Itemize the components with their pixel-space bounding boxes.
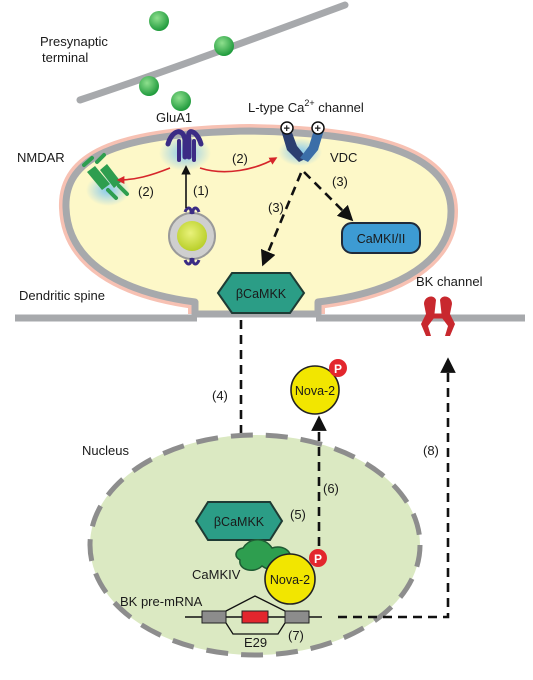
- nucleus-label: Nucleus: [82, 443, 129, 458]
- synaptic-vesicle: [171, 91, 191, 111]
- camki-ii-box: [341, 222, 421, 254]
- vdc-label: VDC: [330, 150, 357, 165]
- arrow-ltype-to-bcamkk: [260, 172, 303, 267]
- nmdar-label: NMDAR: [17, 150, 65, 165]
- phospho-badge: [329, 359, 347, 377]
- step-6: (6): [323, 481, 339, 496]
- synaptic-vesicle: [214, 36, 234, 56]
- nova2-nucleus-circle: [264, 553, 316, 605]
- camkiv-label: CaMKIV: [192, 567, 241, 582]
- phospho-badge: [309, 549, 327, 567]
- spine-head: [62, 127, 455, 318]
- svg-text:+: +: [284, 123, 290, 135]
- step-2-right: (2): [232, 151, 248, 166]
- phospho-label: P: [334, 362, 342, 376]
- synaptic-vesicle: [149, 11, 169, 31]
- arrow-glua1-to-ltype: [199, 157, 278, 173]
- nmdar-receptor-icon: [82, 153, 129, 200]
- l-type-channel-label-sup: 2+: [304, 98, 314, 108]
- presynaptic-label-line2: terminal: [42, 50, 88, 65]
- arrow-glua1-to-nmdar: [116, 167, 171, 184]
- bk-pre-mrna-label: BK pre-mRNA: [120, 594, 203, 609]
- step-4: (4): [212, 388, 228, 403]
- camki-ii-label: CaMKI/II: [357, 232, 406, 246]
- step-8: (8): [423, 443, 439, 458]
- step-2-left: (2): [138, 184, 154, 199]
- step-3-right: (3): [332, 174, 348, 189]
- nova2-cyto-label: Nova-2: [295, 384, 335, 398]
- dendritic-spine-label: Dendritic spine: [19, 288, 105, 303]
- arrow-ltype-to-camki: [303, 171, 354, 222]
- bk-channel-label: BK channel: [416, 274, 483, 289]
- synaptic-vesicle: [139, 76, 159, 96]
- glua1-receptor-icon: [165, 129, 204, 162]
- l-type-channel-label-suffix: channel: [315, 100, 364, 115]
- glua1-vesicle: [168, 206, 216, 266]
- presynaptic-label-line1: Presynaptic: [40, 34, 108, 49]
- arrow-premrna-to-bk: [338, 357, 456, 619]
- bcamkk-nucleus-hexagon: [194, 501, 284, 541]
- l-type-channel-label-main: L-type Ca: [248, 100, 305, 115]
- presynaptic-membrane: [76, 1, 349, 104]
- l-type-channel-label: L-type Ca2+ channel: [248, 98, 364, 115]
- step-7: (7): [288, 628, 304, 643]
- bcamkk-spine-hexagon: [216, 272, 306, 314]
- bk-channel-icon: [421, 296, 455, 336]
- step-5: (5): [290, 507, 306, 522]
- glua1-label: GluA1: [156, 110, 192, 125]
- phospho-label: P: [314, 552, 322, 566]
- bcamkk-nucleus-label: βCaMKK: [214, 515, 265, 529]
- l-type-ca-channel-icon: + +: [280, 121, 325, 162]
- step-3-left: (3): [268, 200, 284, 215]
- svg-text:+: +: [315, 123, 321, 135]
- e29-label: E29: [244, 635, 267, 650]
- step-1: (1): [193, 183, 209, 198]
- bcamkk-spine-label: βCaMKK: [236, 287, 287, 301]
- nova2-cyto-circle: [290, 365, 340, 415]
- bk-pre-mrna-gene: [185, 595, 322, 635]
- nova2-nucleus-label: Nova-2: [270, 573, 310, 587]
